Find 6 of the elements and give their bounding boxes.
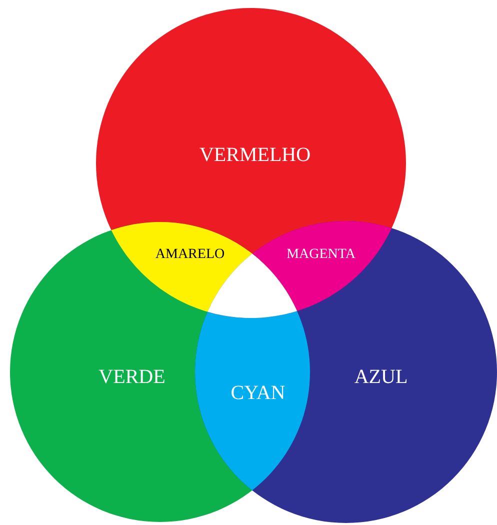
region-label: CYAN [230, 383, 286, 403]
region-label: VERMELHO [199, 145, 311, 165]
region-label: AZUL [354, 367, 408, 387]
region-label: MAGENTA [286, 248, 356, 262]
region-label: AMARELO [155, 248, 225, 262]
region-label: VERDE [98, 367, 166, 387]
